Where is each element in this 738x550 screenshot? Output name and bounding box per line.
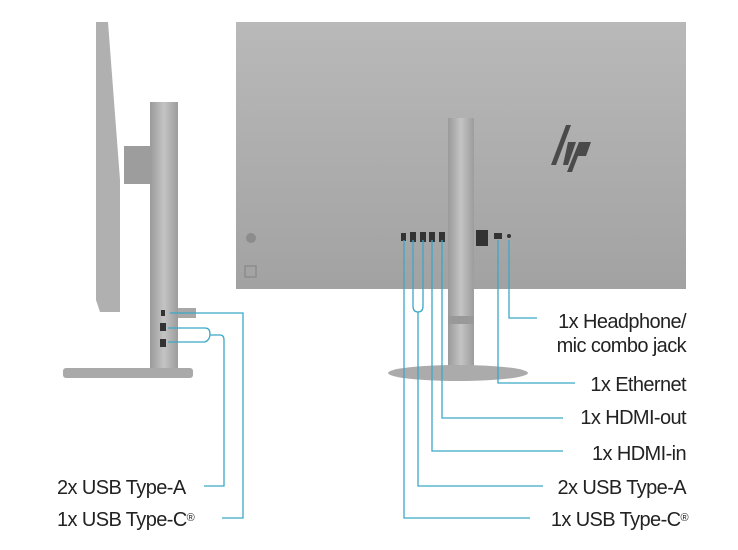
hdmi-out-port [439,232,445,242]
ethernet-port [494,233,502,239]
side-hinge [124,146,152,184]
label-usb-c: 1x USB Type-C® [550,508,689,532]
label-text: 1x USB Type-C [550,509,681,531]
label-headphone-line2: mic combo jack [556,335,687,357]
side-base [63,368,193,378]
usb-c-port [401,233,406,241]
registered-mark: ® [680,512,688,524]
label-hdmi-out: 1x HDMI-out [580,407,686,429]
usb-a-port [160,339,166,347]
usb-a-port [160,323,166,331]
side-label-usb-c: 1x USB Type-C® [57,508,195,532]
back-view-monitor [236,22,686,381]
hp-logo [551,125,591,172]
hdmi-in-port [429,232,435,242]
callout-ethernet [497,240,575,384]
headphone-jack [507,234,511,238]
label-hdmi-in: 1x HDMI-in [591,443,687,465]
usb-a-port [420,232,426,242]
power-port [476,230,488,246]
label-text: 1x USB Type-C [57,509,187,531]
side-view-monitor [63,22,196,378]
usb-c-port [161,310,165,316]
back-pole [448,118,474,370]
power-button [246,233,256,243]
side-label-usb-a: 2x USB Type-A [57,477,186,499]
label-ethernet: 1x Ethernet [590,374,686,396]
callout-hdmi-in [431,240,563,452]
usb-a-port [410,232,416,242]
registered-mark: ® [186,512,195,524]
side-panel [96,22,120,312]
back-base [388,365,528,381]
label-usb-a: 2x USB Type-A [557,477,686,499]
callout-side-usb-c [170,312,244,519]
callout-hdmi-out [441,240,563,419]
label-headphone-line1: 1x Headphone/ [558,311,686,333]
callout-headphone [508,240,537,319]
callout-lines [168,240,575,519]
callout-side-usb-a [168,327,211,343]
callout-usb-c [403,240,530,519]
